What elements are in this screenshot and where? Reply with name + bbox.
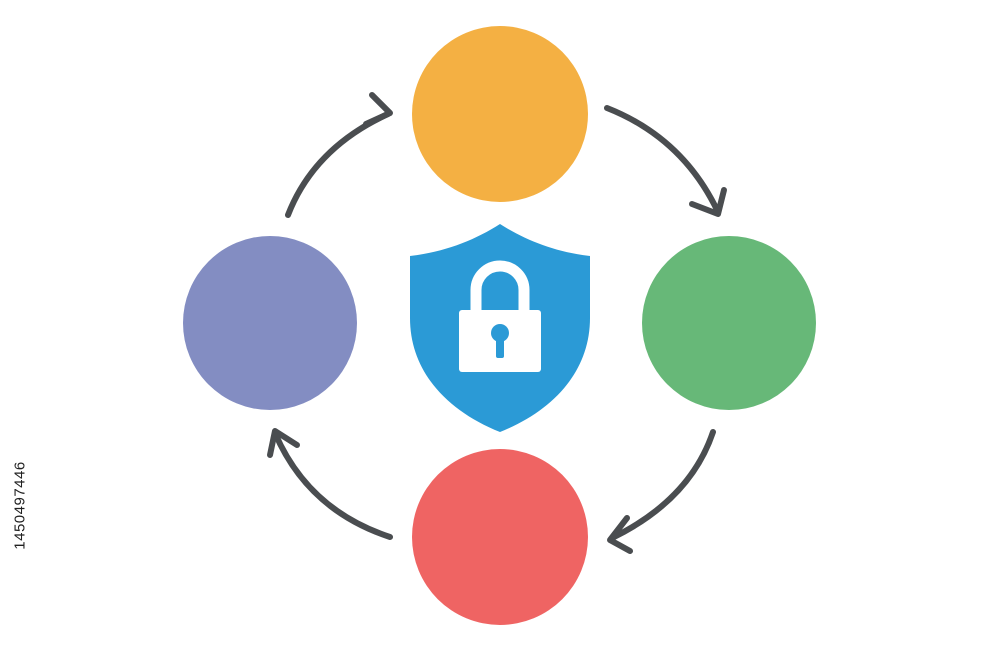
- keyhole-icon: [491, 324, 509, 342]
- stock-id-label: 1450497446: [8, 390, 32, 620]
- node-top: [412, 26, 588, 202]
- node-left: [183, 236, 357, 410]
- arrow-top-to-right: [604, 105, 727, 217]
- arrow-left-to-top: [285, 92, 393, 218]
- node-right: [642, 236, 816, 410]
- arrow-bottom-to-left: [267, 428, 393, 540]
- node-bottom: [412, 449, 588, 625]
- shield-lock-icon: [410, 224, 590, 432]
- stock-id-text: 1450497446: [11, 460, 29, 550]
- lock-icon: [459, 260, 541, 372]
- arrow-right-to-bottom: [607, 429, 716, 554]
